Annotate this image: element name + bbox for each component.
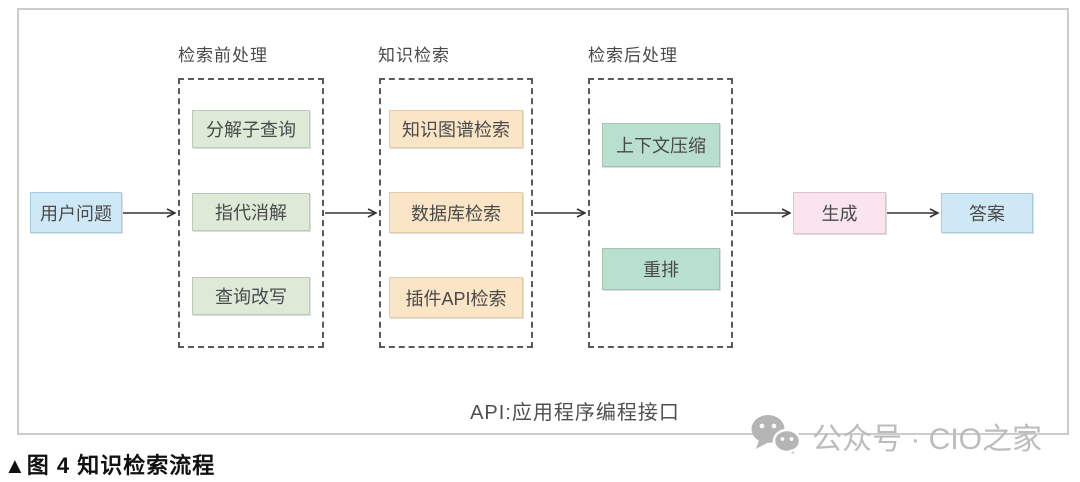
node-answer: 答案	[941, 193, 1033, 233]
stage-title-knowledge-retrieval: 知识检索	[378, 46, 450, 65]
node-decompose-subquery: 分解子查询	[192, 110, 310, 148]
figure-caption: ▲图 4 知识检索流程	[4, 453, 216, 478]
node-knowledge-graph-retrieval: 知识图谱检索	[389, 110, 523, 148]
diagram-frame	[17, 8, 1069, 435]
node-query-rewrite: 查询改写	[192, 277, 310, 315]
node-database-retrieval: 数据库检索	[389, 192, 523, 233]
node-rerank: 重排	[602, 248, 720, 290]
wechat-icon	[751, 415, 802, 459]
watermark: 公众号 · CIO之家	[750, 413, 1042, 459]
watermark-text: 公众号 · CIO之家	[812, 423, 1042, 456]
api-footnote: API:应用程序编程接口	[470, 402, 680, 424]
node-user-question: 用户问题	[30, 192, 122, 233]
stage-title-pre-retrieval: 检索前处理	[178, 46, 268, 65]
node-generate: 生成	[793, 192, 886, 234]
stage-container-post-retrieval	[588, 78, 733, 348]
node-coreference-resolution: 指代消解	[192, 193, 310, 231]
stage-title-post-retrieval: 检索后处理	[588, 46, 678, 65]
node-context-compression: 上下文压缩	[602, 123, 720, 167]
node-plugin-api-retrieval: 插件API检索	[389, 277, 523, 318]
